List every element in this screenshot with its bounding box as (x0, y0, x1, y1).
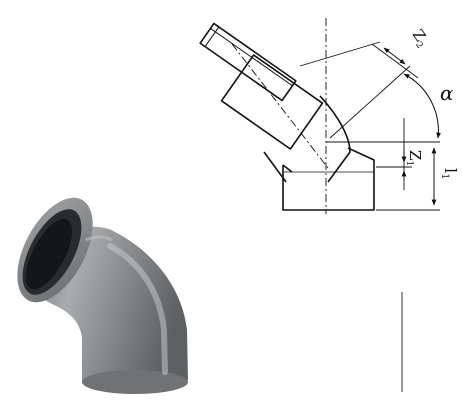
extension-diagonal (329, 65, 411, 139)
label-z2: Z2 (407, 26, 433, 51)
socket-body (220, 54, 324, 150)
pipe-elbow-photo (17, 197, 189, 394)
dim-z2-line (383, 47, 406, 65)
dim-alpha-arc (403, 73, 441, 139)
label-l1: l1 (439, 168, 460, 180)
extension-z2-a (299, 41, 381, 67)
label-z1: Z1 (404, 150, 424, 166)
centerline-socket (231, 43, 329, 169)
label-alpha: α (440, 81, 454, 105)
technical-drawing (199, 18, 441, 214)
spigot-outlet (282, 147, 375, 211)
